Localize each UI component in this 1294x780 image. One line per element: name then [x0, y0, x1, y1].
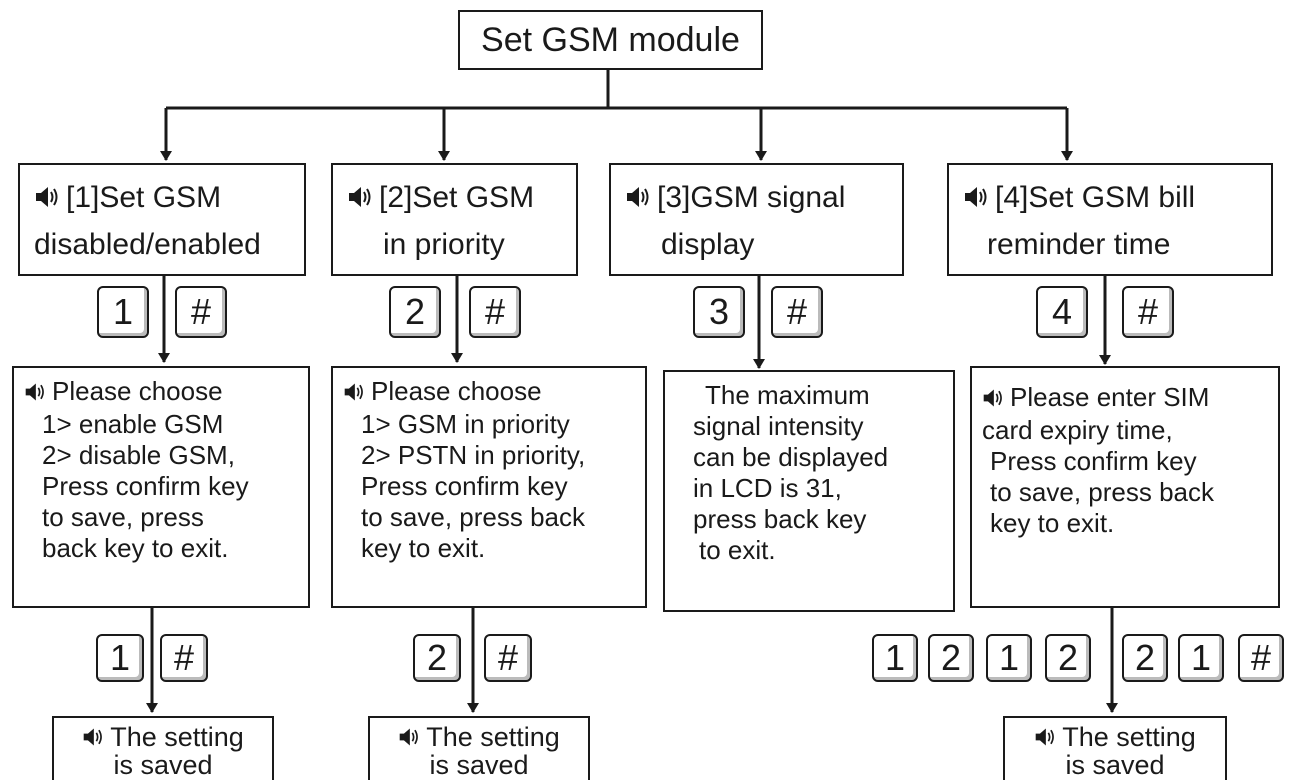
- result-4-line: is saved: [1065, 750, 1165, 780]
- prompt-2-line: to save, press back: [361, 501, 585, 532]
- prompt-1-line: back key to exit.: [42, 532, 229, 563]
- prompt-1-line: 2> disable GSM,: [42, 439, 235, 470]
- result-4-line: The setting: [1062, 722, 1196, 752]
- key-button[interactable]: 2: [413, 634, 461, 682]
- key-button[interactable]: #: [160, 634, 208, 682]
- root-label: Set GSM module: [481, 20, 740, 59]
- key-button[interactable]: #: [771, 286, 823, 338]
- prompt-2-line: Press confirm key: [361, 470, 568, 501]
- option-1-line1: [1]Set GSM: [66, 181, 222, 214]
- speaker-icon: [625, 176, 651, 222]
- prompt-4-line: Please enter SIM: [1010, 382, 1210, 412]
- speaker-icon: [398, 725, 420, 752]
- prompt-1-line: to save, press: [42, 501, 204, 532]
- prompt-4-line: to save, press back: [990, 476, 1214, 507]
- prompt-3-line: press back key: [693, 504, 867, 534]
- speaker-icon: [82, 725, 104, 752]
- key-button[interactable]: 1: [97, 286, 149, 338]
- prompt-4-line: card expiry time,: [982, 414, 1173, 445]
- option-4-line2: reminder time: [987, 228, 1171, 262]
- result-box-2: The setting is saved: [368, 716, 590, 780]
- result-box-4: The setting is saved: [1003, 716, 1227, 780]
- prompt-3-line: signal intensity: [693, 411, 864, 441]
- prompt-1-line: Please choose: [52, 376, 223, 406]
- prompt-3-line: The maximum: [705, 380, 870, 410]
- prompt-4-line: key to exit.: [990, 507, 1115, 538]
- prompt-box-2: Please choose 1> GSM in priority 2> PSTN…: [331, 366, 647, 608]
- key-button[interactable]: 1: [1178, 634, 1224, 682]
- prompt-1-line: 1> enable GSM: [42, 408, 224, 439]
- key-button[interactable]: 4: [1036, 286, 1088, 338]
- key-button[interactable]: #: [1122, 286, 1174, 338]
- key-button[interactable]: 2: [1045, 634, 1091, 682]
- prompt-3-line: to exit.: [699, 535, 776, 565]
- speaker-icon: [1034, 725, 1056, 752]
- key-button[interactable]: 1: [96, 634, 144, 682]
- result-2-line: The setting: [426, 722, 560, 752]
- speaker-icon: [34, 176, 60, 222]
- prompt-box-3: The maximum signal intensity can be disp…: [663, 370, 955, 612]
- option-box-2: [2]Set GSM in priority: [331, 163, 578, 276]
- key-button[interactable]: #: [484, 634, 532, 682]
- key-button[interactable]: #: [1238, 634, 1284, 682]
- option-box-3: [3]GSM signal display: [609, 163, 904, 276]
- option-3-line1: [3]GSM signal: [657, 181, 846, 214]
- root-box: Set GSM module: [458, 10, 763, 70]
- prompt-2-line: key to exit.: [361, 532, 486, 563]
- option-4-line1: [4]Set GSM bill: [995, 181, 1196, 214]
- key-button[interactable]: #: [175, 286, 227, 338]
- option-2-line2: in priority: [383, 228, 505, 262]
- speaker-icon: [982, 384, 1004, 415]
- prompt-2-line: 1> GSM in priority: [361, 408, 570, 439]
- prompt-4-line: Press confirm key: [990, 445, 1197, 476]
- speaker-icon: [24, 378, 46, 409]
- prompt-box-4: Please enter SIM card expiry time, Press…: [970, 366, 1280, 608]
- option-1-line2: disabled/enabled: [34, 228, 261, 262]
- key-button[interactable]: 1: [872, 634, 918, 682]
- option-box-4: [4]Set GSM bill reminder time: [947, 163, 1273, 276]
- key-button[interactable]: 3: [693, 286, 745, 338]
- result-box-1: The setting is saved: [52, 716, 274, 780]
- prompt-2-line: 2> PSTN in priority,: [361, 439, 586, 470]
- key-button[interactable]: #: [469, 286, 521, 338]
- result-1-line: is saved: [113, 750, 213, 780]
- prompt-box-1: Please choose 1> enable GSM 2> disable G…: [12, 366, 310, 608]
- speaker-icon: [963, 176, 989, 222]
- key-button[interactable]: 1: [986, 634, 1032, 682]
- option-2-line1: [2]Set GSM: [379, 181, 535, 214]
- prompt-3-line: in LCD is 31,: [693, 473, 842, 503]
- result-1-line: The setting: [110, 722, 244, 752]
- option-3-line2: display: [661, 228, 755, 262]
- option-box-1: [1]Set GSM disabled/enabled: [18, 163, 306, 276]
- key-button[interactable]: 2: [389, 286, 441, 338]
- key-button[interactable]: 2: [1122, 634, 1168, 682]
- key-button[interactable]: 2: [928, 634, 974, 682]
- prompt-3-line: can be displayed: [693, 442, 889, 472]
- result-2-line: is saved: [429, 750, 529, 780]
- speaker-icon: [347, 176, 373, 222]
- prompt-2-line: Please choose: [371, 376, 542, 406]
- speaker-icon: [343, 378, 365, 409]
- prompt-1-line: Press confirm key: [42, 470, 249, 501]
